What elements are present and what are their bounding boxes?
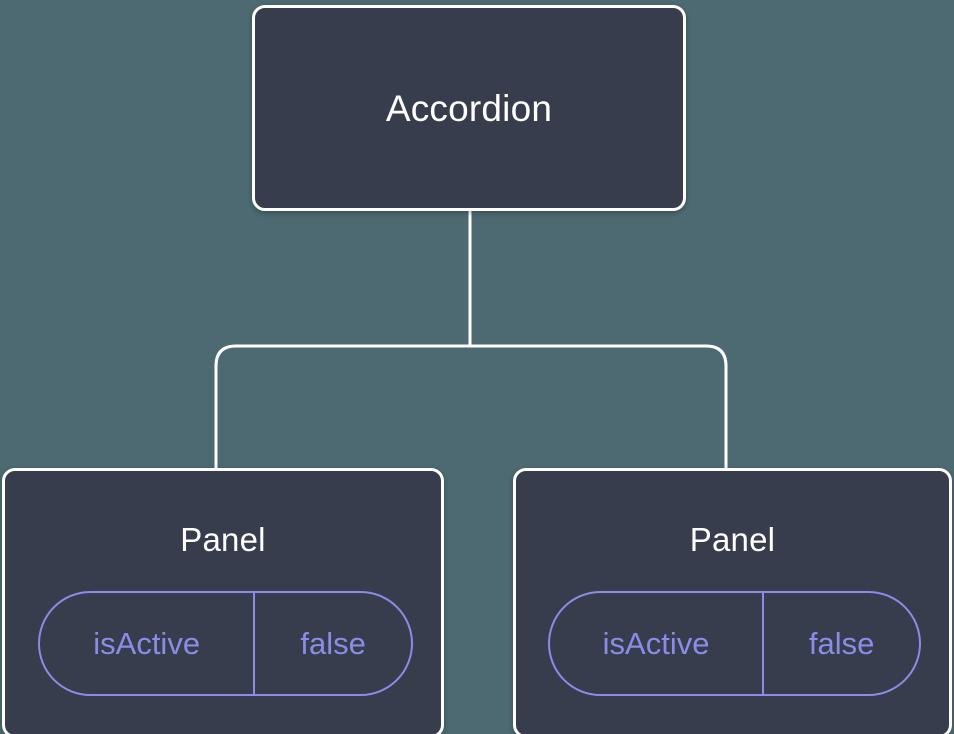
property-value: false bbox=[808, 626, 875, 661]
node-panel-1[interactable]: Panel isActive false bbox=[2, 468, 444, 734]
property-value: false bbox=[300, 626, 366, 661]
node-panel-2[interactable]: Panel isActive false bbox=[513, 468, 952, 734]
node-accordion[interactable]: Accordion bbox=[252, 5, 686, 211]
property-key: isActive bbox=[40, 593, 256, 694]
property-badge-isactive[interactable]: isActive false bbox=[38, 591, 413, 696]
node-title: Panel bbox=[689, 521, 776, 558]
property-key: isActive bbox=[550, 593, 765, 694]
node-title: Panel bbox=[180, 521, 266, 558]
node-title: Accordion bbox=[385, 87, 553, 129]
connector-branch-bus bbox=[214, 344, 728, 468]
property-badge-isactive[interactable]: isActive false bbox=[548, 591, 921, 696]
